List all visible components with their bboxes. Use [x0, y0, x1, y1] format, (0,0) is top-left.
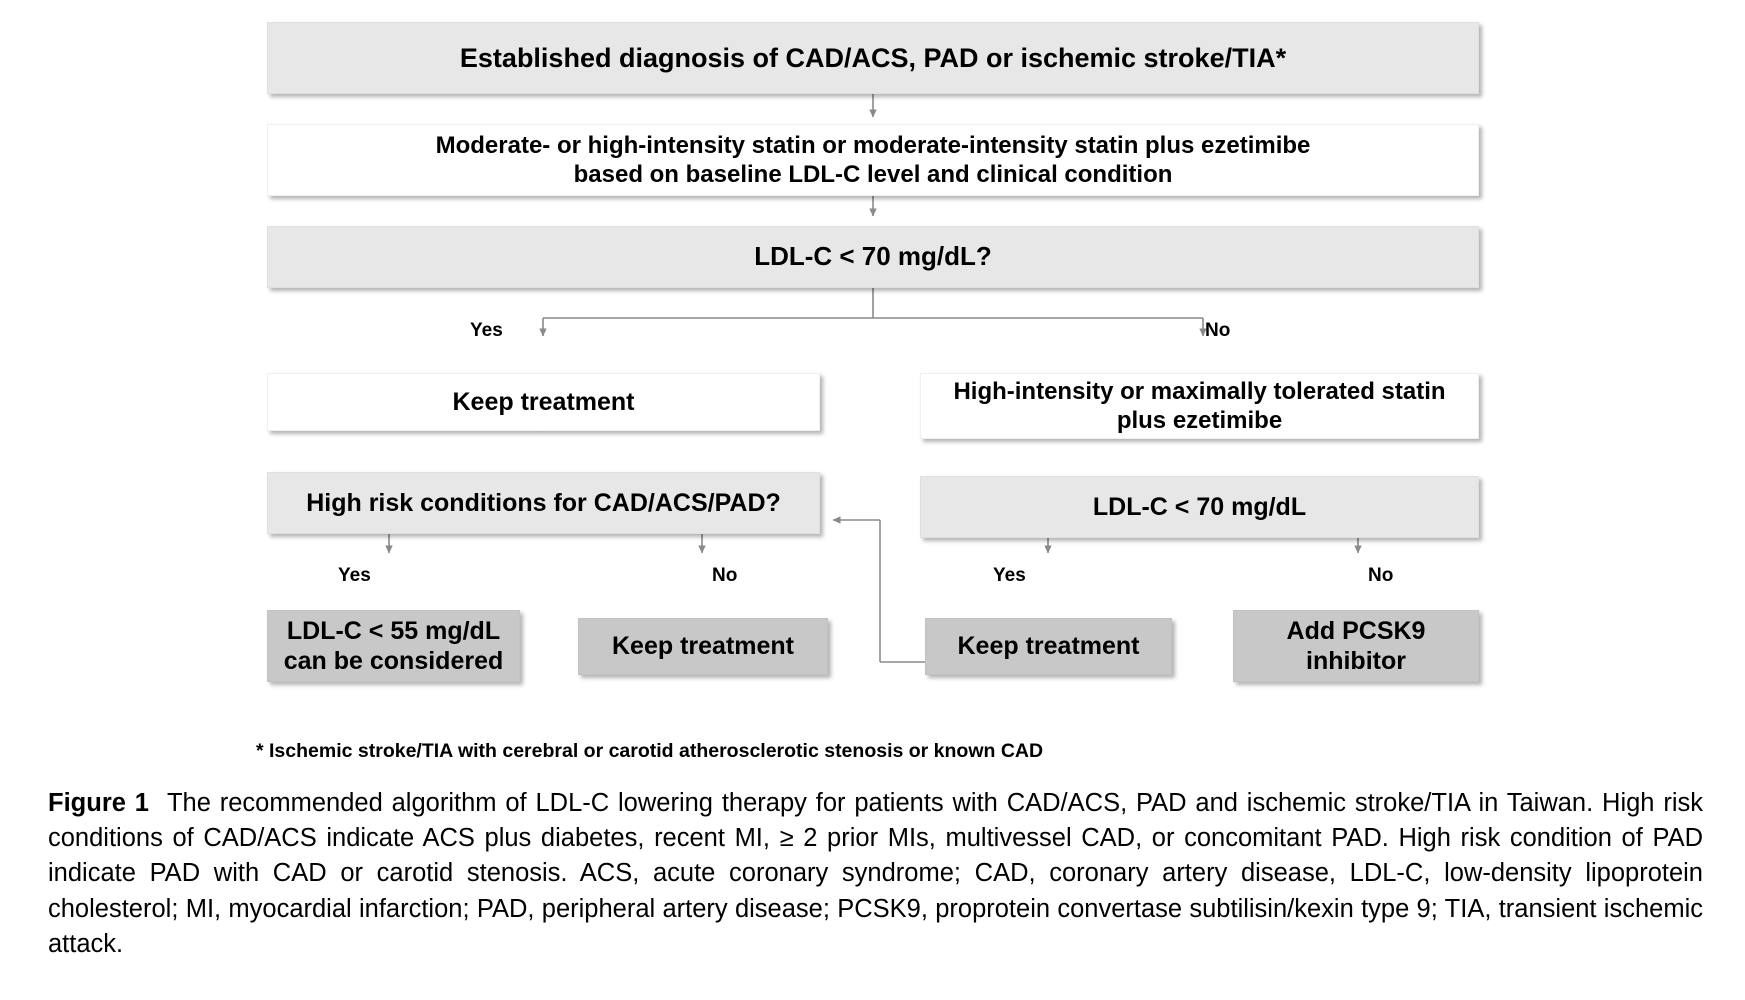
flowchart-connectors — [385, 93, 1362, 663]
edge-label-ldlc70-yes: Yes — [470, 320, 503, 341]
node-ldlc-70-check-label: LDL-C < 70 mg/dL — [1092, 492, 1307, 521]
node-high-risk-conditions-question[interactable]: High risk conditions for CAD/ACS/PAD? — [267, 472, 820, 534]
edge-label-ldlc70-no: No — [1205, 320, 1231, 341]
figure-caption-text: The recommended algorithm of LDL-C lower… — [48, 789, 1704, 958]
node-keep-treatment-b-label: Keep treatment — [612, 632, 794, 661]
node-ldlc-70-check[interactable]: LDL-C < 70 mg/dL — [920, 476, 1479, 538]
node-high-risk-conditions-question-label: High risk conditions for CAD/ACS/PAD? — [306, 488, 781, 517]
node-keep-treatment-left-label: Keep treatment — [452, 387, 635, 416]
node-statin-therapy[interactable]: Moderate- or high-intensity statin or mo… — [267, 124, 1479, 196]
edge-label-highrisk-yes: Yes — [338, 565, 371, 586]
node-statin-therapy-line2: based on baseline LDL-C level and clinic… — [573, 161, 1173, 188]
node-ldlc-55-considered-line2: can be considered — [283, 647, 504, 675]
edge-label-highrisk-no: No — [712, 565, 738, 586]
edge-label-ldlc70check-no: No — [1368, 565, 1394, 586]
node-ldlc-70-question-label: LDL-C < 70 mg/dL? — [754, 241, 992, 272]
node-keep-treatment-c[interactable]: Keep treatment — [925, 618, 1172, 675]
node-ldlc-55-considered-line1: LDL-C < 55 mg/dL — [286, 616, 501, 645]
flowchart: Established diagnosis of CAD/ACS, PAD or… — [267, 22, 1479, 682]
node-keep-treatment-b[interactable]: Keep treatment — [578, 618, 828, 675]
node-add-pcsk9-inhibitor[interactable]: Add PCSK9 inhibitor — [1233, 610, 1479, 682]
node-keep-treatment-left[interactable]: Keep treatment — [267, 373, 820, 431]
node-high-intensity-statin[interactable]: High-intensity or maximally tolerated st… — [920, 373, 1479, 439]
node-add-pcsk9-inhibitor-line1: Add PCSK9 — [1286, 616, 1426, 645]
node-established-diagnosis-label: Established diagnosis of CAD/ACS, PAD or… — [459, 42, 1287, 73]
edge-label-ldlc70check-yes: Yes — [993, 565, 1026, 586]
node-statin-therapy-line1: Moderate- or high-intensity statin or mo… — [435, 131, 1311, 159]
node-ldlc-55-considered[interactable]: LDL-C < 55 mg/dL can be considered — [267, 610, 520, 682]
figure-label: Figure 1 — [48, 789, 149, 817]
node-keep-treatment-c-label: Keep treatment — [957, 632, 1140, 661]
node-established-diagnosis[interactable]: Established diagnosis of CAD/ACS, PAD or… — [267, 22, 1479, 94]
flowchart-footnote: * Ischemic stroke/TIA with cerebral or c… — [256, 740, 1044, 762]
node-high-intensity-statin-line1: High-intensity or maximally tolerated st… — [953, 377, 1446, 405]
node-ldlc-70-question[interactable]: LDL-C < 70 mg/dL? — [267, 226, 1479, 288]
node-high-intensity-statin-line2: plus ezetimibe — [1116, 407, 1283, 434]
node-add-pcsk9-inhibitor-line2: inhibitor — [1306, 647, 1406, 675]
